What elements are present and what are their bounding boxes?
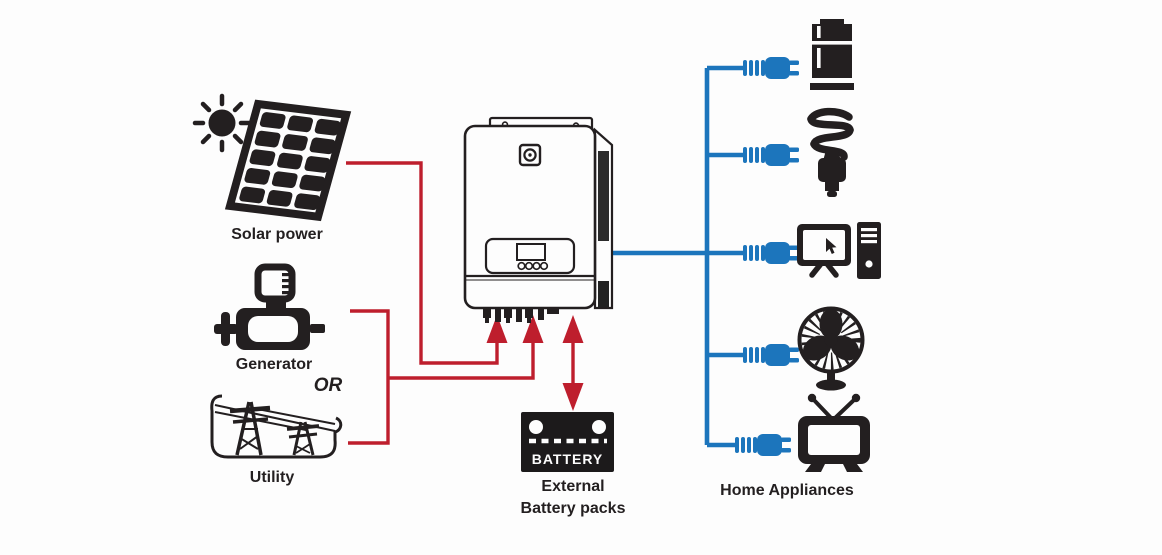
- inverter-display: [484, 237, 576, 275]
- utility-label: Utility: [249, 469, 295, 486]
- inverter-battery-line: [562, 315, 584, 411]
- inverter-to-appliances-line: [608, 65, 743, 448]
- generator-utility-to-inverter-line: [348, 309, 544, 445]
- generator-label: Generator: [235, 356, 313, 373]
- transmission-towers-icon: [206, 386, 356, 470]
- desktop-computer-icon: [795, 220, 883, 286]
- solar-to-inverter-line: [346, 161, 508, 365]
- sun-icon: [192, 93, 252, 153]
- power-plug-icon: [743, 144, 799, 166]
- battery-icon: BATTERY: [519, 410, 617, 474]
- solar-panel-icon: [224, 99, 352, 222]
- television-icon: [795, 390, 873, 476]
- table-fan-icon: [794, 300, 868, 392]
- battery-icon-text: BATTERY: [532, 451, 604, 467]
- power-plug-icon: [743, 344, 799, 366]
- power-plug-icon: [735, 434, 791, 456]
- power-plug-icon: [743, 242, 799, 264]
- or-label: OR: [313, 375, 343, 396]
- refrigerator-icon: [806, 16, 858, 98]
- cfl-bulb-icon: [800, 106, 864, 204]
- power-plug-icon: [743, 57, 799, 79]
- battery-caption-line2: Battery packs: [520, 500, 626, 517]
- inverter-connectors: [483, 307, 559, 323]
- solar-power-label: Solar power: [231, 226, 323, 243]
- inverter-icon: [452, 103, 620, 323]
- inverter-logo: [518, 143, 542, 167]
- home-appliances-label: Home Appliances: [720, 482, 854, 499]
- solar-power-icon: [192, 92, 354, 230]
- generator-icon: [212, 262, 330, 360]
- battery-caption-line1: External: [541, 478, 605, 495]
